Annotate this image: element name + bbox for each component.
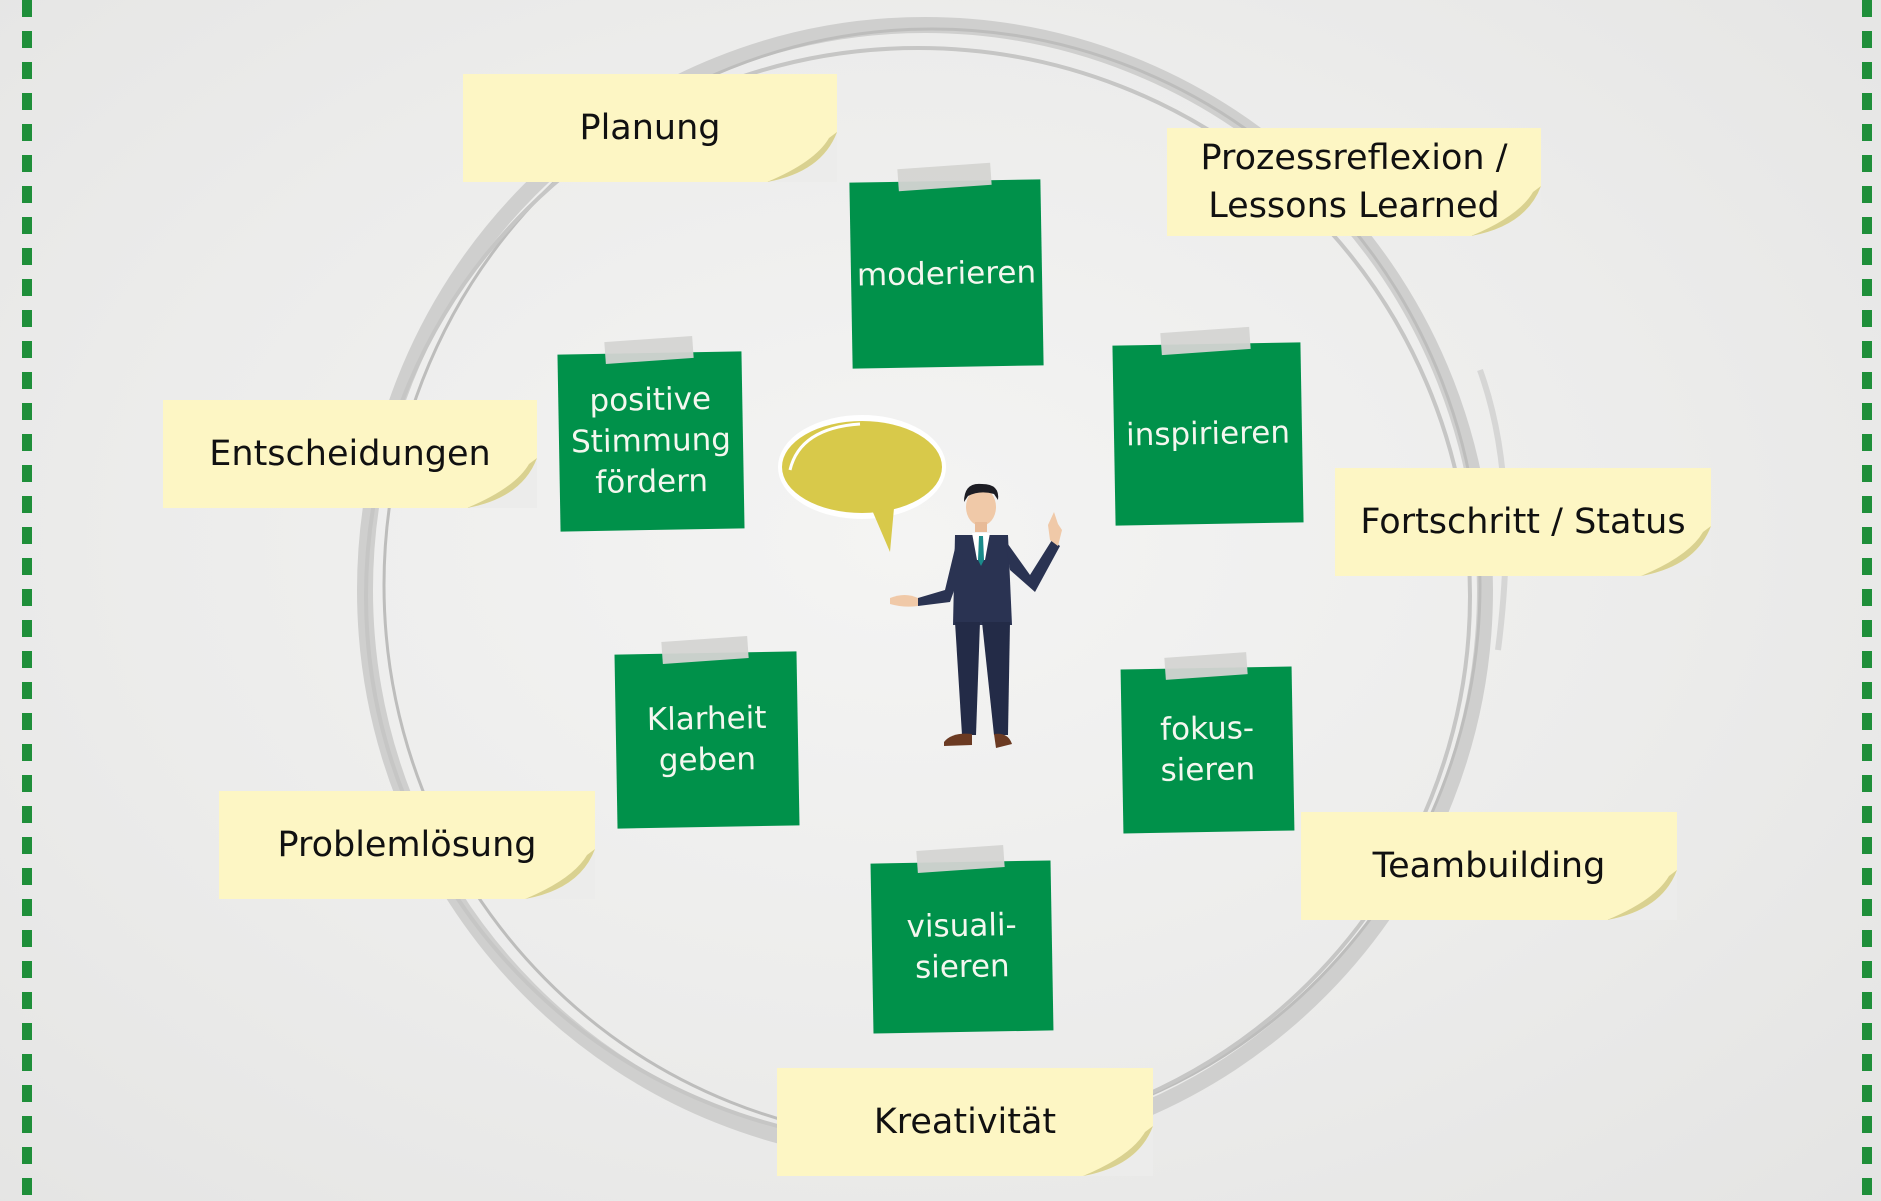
page-curl-icon: [1083, 1126, 1153, 1176]
page-curl-icon: [467, 458, 537, 508]
topic-note-teambuilding: Teambuilding: [1301, 812, 1677, 920]
topic-label: Kreativität: [873, 1102, 1057, 1142]
topic-note-entscheidungen: Entscheidungen: [163, 400, 537, 508]
topic-note-prozessreflexion: Prozessreflexion / Lessons Learned: [1167, 128, 1541, 236]
page-curl-icon: [1607, 870, 1677, 920]
topic-note-problemloesung: Problemlösung: [219, 791, 595, 899]
page-curl-icon: [767, 132, 837, 182]
topic-note-kreativitaet: Kreativität: [777, 1068, 1153, 1176]
topic-label: Problemlösung: [277, 825, 537, 865]
speech-bubble-icon: [778, 415, 946, 552]
page-curl-icon: [1471, 186, 1541, 236]
topic-label: Fortschritt / Status: [1360, 502, 1686, 542]
topic-note-fortschritt: Fortschritt / Status: [1335, 468, 1711, 576]
presenter-person-icon: [890, 483, 1062, 748]
topic-label: Prozessreflexion / Lessons Learned: [1200, 138, 1508, 226]
page-curl-icon: [1641, 526, 1711, 576]
page-curl-icon: [525, 849, 595, 899]
topic-label: Planung: [579, 108, 721, 148]
dotted-border-left: [22, 0, 32, 1201]
topic-note-planung: Planung: [463, 74, 837, 182]
dotted-border-right: [1862, 0, 1872, 1201]
topic-label: Teambuilding: [1372, 846, 1606, 886]
topic-label: Entscheidungen: [209, 434, 491, 474]
